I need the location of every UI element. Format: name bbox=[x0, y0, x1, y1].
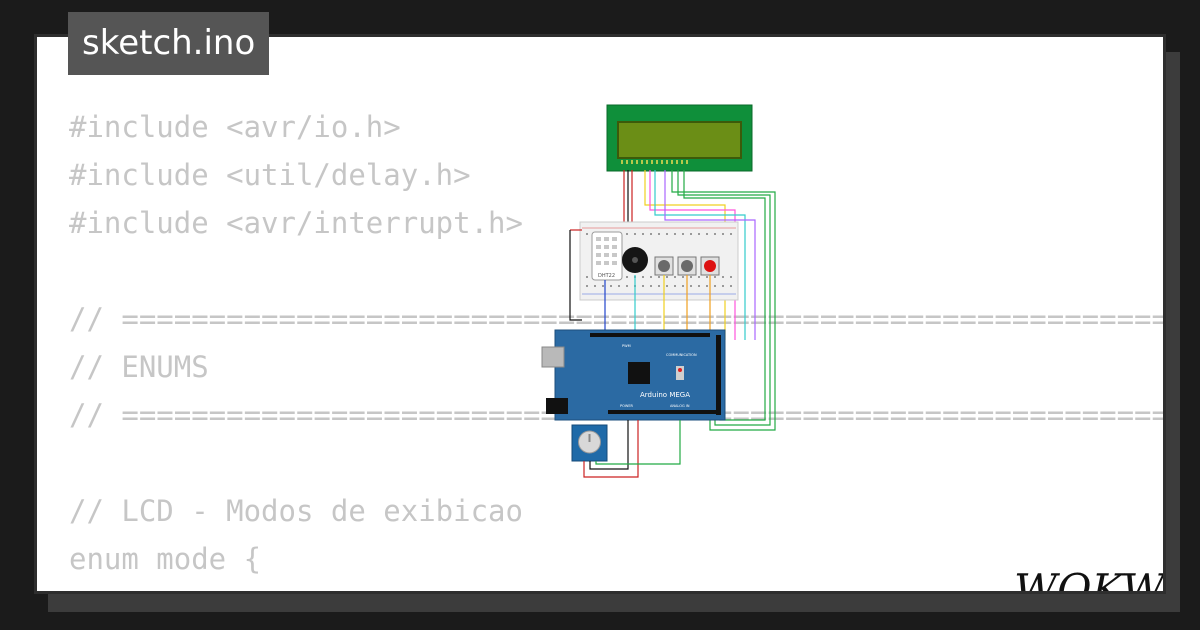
board-sublabel: COMMUNICATION bbox=[666, 353, 697, 357]
push-button-3[interactable] bbox=[700, 256, 720, 276]
code-line: #include <avr/io.h> bbox=[69, 110, 401, 144]
code-line: #include <avr/interrupt.h> bbox=[69, 206, 523, 240]
dht22-sensor[interactable]: DHT22 bbox=[591, 231, 623, 281]
wokwi-logo: WOKWi bbox=[1014, 565, 1166, 594]
potentiometer[interactable] bbox=[571, 424, 608, 462]
circuit-diagram: DHT22 Ar bbox=[541, 104, 776, 478]
analog-label: ANALOG IN bbox=[670, 404, 690, 408]
dht22-label: DHT22 bbox=[598, 273, 615, 279]
lcd-display[interactable] bbox=[606, 104, 753, 172]
wokwi-logo-text: WOKWi bbox=[1014, 565, 1166, 594]
power-label: POWER bbox=[620, 404, 634, 408]
code-line: M_STOP, bbox=[69, 583, 1163, 591]
push-button-1[interactable] bbox=[654, 256, 674, 276]
breadboard-wires bbox=[569, 229, 711, 332]
pwm-label: PWM bbox=[622, 344, 631, 348]
code-line: // LCD - Modos de exibicao bbox=[69, 494, 523, 528]
code-line: #include <util/delay.h> bbox=[69, 158, 471, 192]
preview-card: #include <avr/io.h> #include <util/delay.… bbox=[34, 34, 1166, 594]
file-tab[interactable]: sketch.ino bbox=[68, 12, 270, 75]
buzzer[interactable] bbox=[622, 247, 648, 273]
code-line: enum mode { bbox=[69, 542, 262, 576]
board-label: Arduino MEGA bbox=[640, 391, 690, 399]
arduino-mega-board[interactable]: Arduino MEGA COMMUNICATION POWER ANALOG … bbox=[541, 329, 726, 421]
push-button-2[interactable] bbox=[677, 256, 697, 276]
code-line: // ENUMS bbox=[69, 350, 209, 384]
potentiometer-wires bbox=[583, 420, 681, 478]
